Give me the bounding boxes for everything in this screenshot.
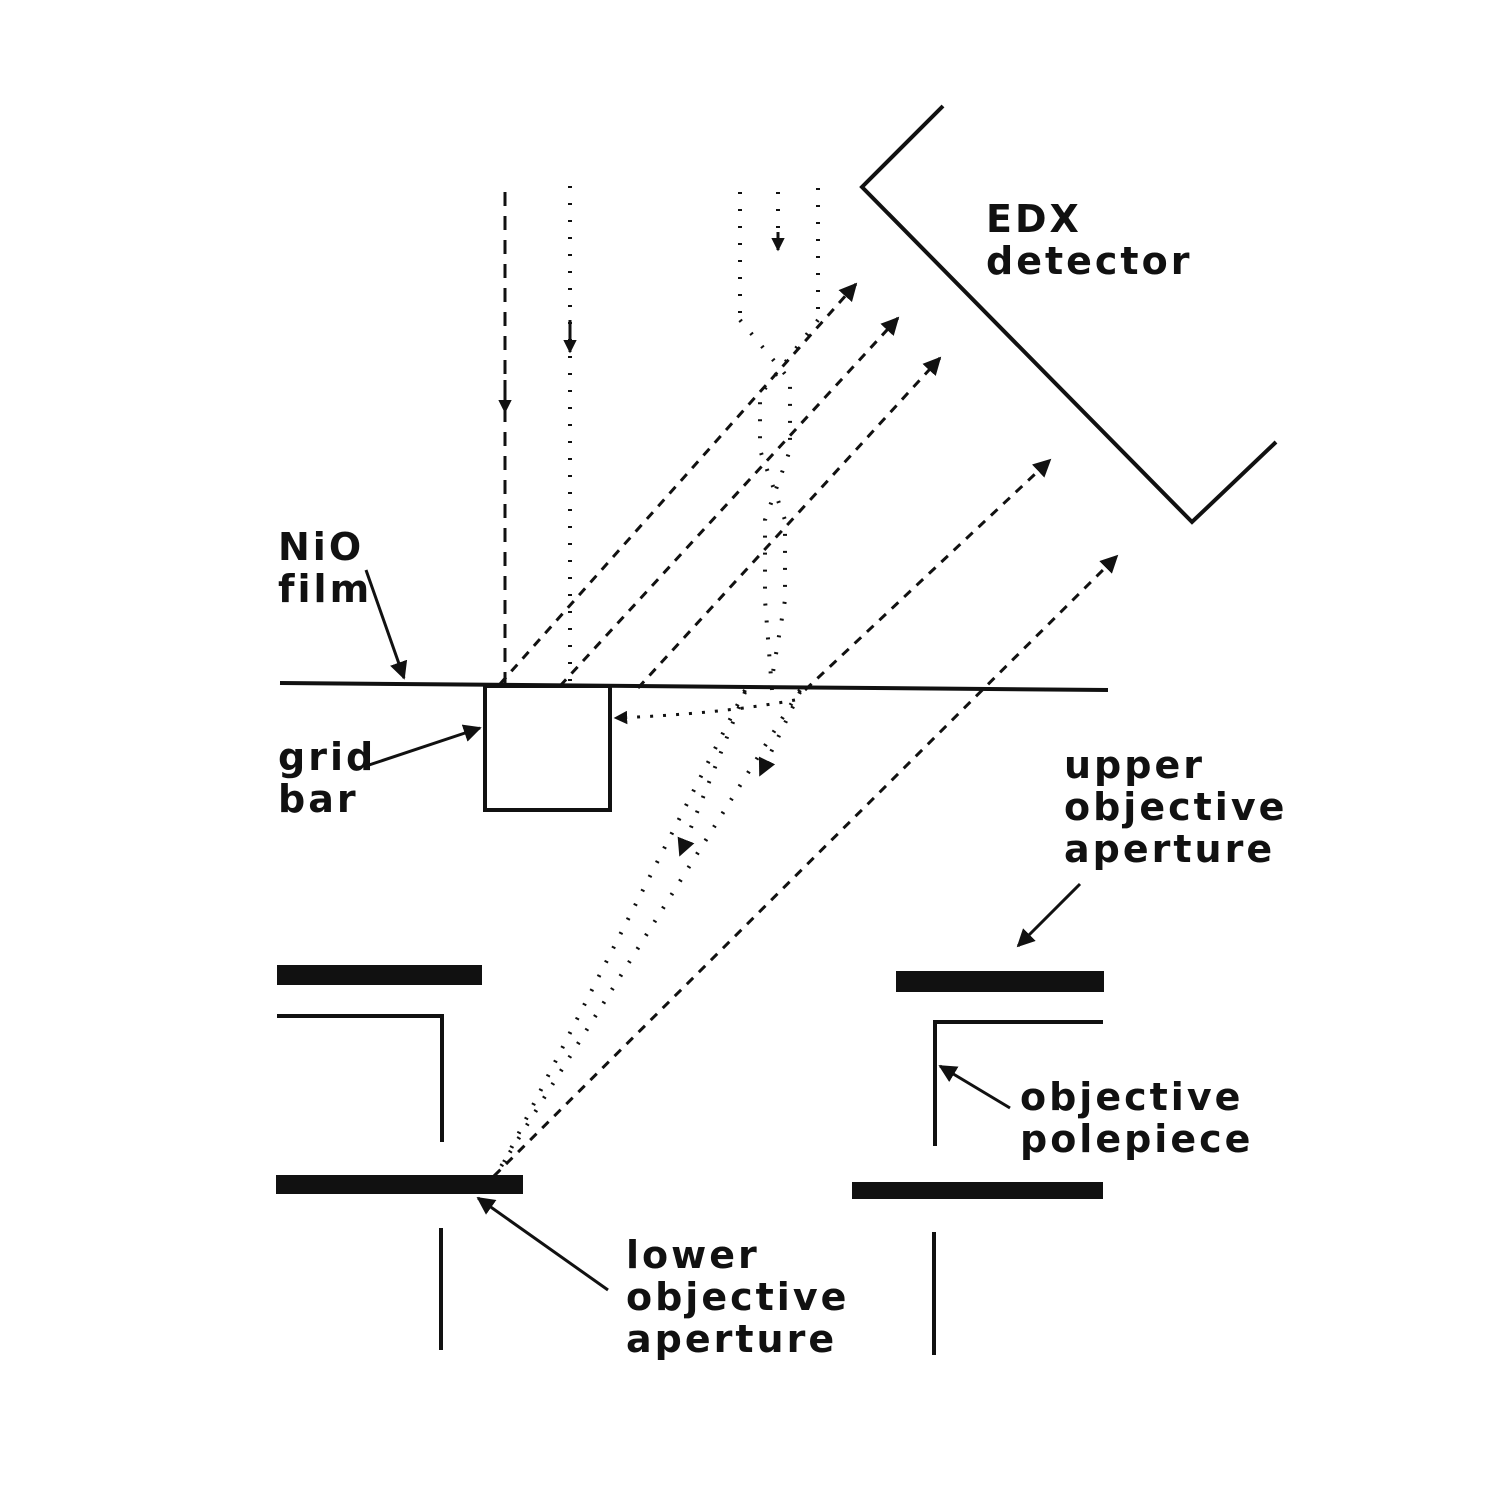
- objective-polepiece-left: [277, 1014, 444, 1350]
- grid-bar-rect: [483, 684, 612, 812]
- objective-polepiece-label: objective polepiece: [1020, 1075, 1254, 1161]
- xray-paths-to-detector: [492, 282, 1119, 1178]
- objective-polepiece-right: [932, 1020, 1103, 1355]
- lower-objective-aperture-plates: [276, 1175, 1103, 1199]
- label-leader-lines: [364, 569, 1082, 1292]
- scattered-paths-to-lower-aperture: [498, 688, 802, 1171]
- scattered-electron-beam-bundle: [738, 188, 820, 691]
- nio-film-line: [279, 681, 1109, 692]
- lower-objective-aperture-label: lower objective aperture: [626, 1233, 850, 1361]
- grid-bar-label: grid bar: [278, 735, 377, 821]
- edx-detector-label: EDX detector: [986, 197, 1193, 283]
- upper-objective-aperture-label: upper objective aperture: [1064, 743, 1288, 871]
- upper-objective-aperture-plates: [277, 965, 1104, 992]
- edx-detector-outline: [859, 104, 1278, 525]
- nio-film-label: NiO film: [278, 525, 373, 611]
- backscatter-to-grid-bar: [613, 698, 796, 725]
